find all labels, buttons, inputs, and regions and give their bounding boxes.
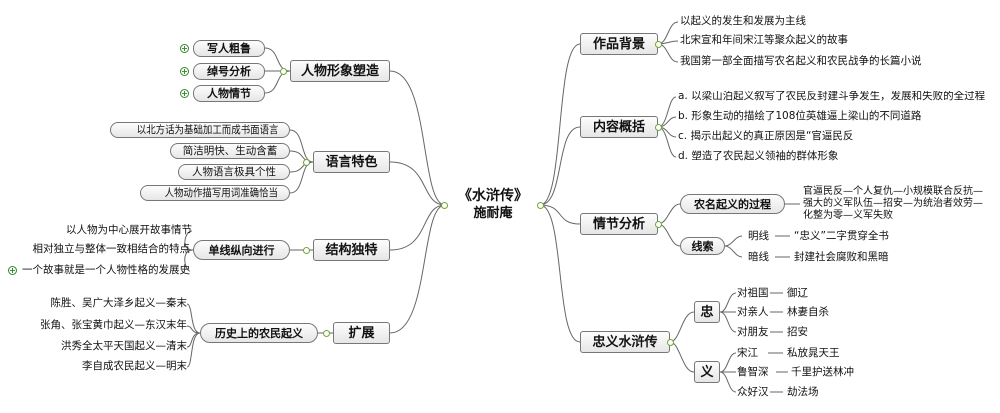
yi-val-1: 千里护送林冲 (791, 366, 854, 378)
expand-plus-icon[interactable]: + (8, 266, 17, 275)
leaf-structure-0: 以人物为中心展开故事情节 (66, 224, 192, 236)
sub-loyalty-zhong[interactable]: 忠 (694, 301, 720, 323)
clue-key-0: 明线 (748, 230, 769, 242)
expand-plus-icon[interactable]: + (180, 89, 189, 98)
yi-key-2: 众好汉 (737, 386, 769, 398)
sub-plot-process[interactable]: 农名起义的过程 (680, 194, 785, 214)
root-title: 《水浒传》 (458, 188, 528, 204)
leaf-summary-2: c. 揭示出起义的真正原因是“官逼民反 (678, 130, 854, 142)
branch-plot-label: 情节分析 (592, 216, 645, 232)
leaf-background-0: 以起义的发生和发展为主线 (680, 15, 806, 27)
leaf-characters-1[interactable]: 绰号分析 (193, 63, 265, 80)
zhong-key-2: 对朋友 (737, 326, 769, 338)
branch-plot[interactable]: 情节分析 (580, 213, 658, 235)
zhong-val-0: 御辽 (787, 287, 808, 299)
leaf-summary-3: d. 塑造了农民起义领袖的群体形象 (678, 150, 839, 162)
branch-loyalty-toggle-icon[interactable] (667, 339, 674, 346)
sub-structure[interactable]: 单线纵向进行 (193, 240, 290, 260)
leaf-plot-process: 官逼民反—个人复仇—小规模联合反抗— 强大的义军队伍—招安—为统治者效劳— 化整… (803, 186, 983, 222)
branch-plot-toggle-icon[interactable] (655, 221, 662, 228)
root-right-collapse-icon[interactable] (537, 202, 544, 209)
branch-loyalty-label: 忠义水浒传 (592, 334, 658, 350)
yi-val-0: 私放晁天王 (787, 347, 840, 359)
yi-key-1: 鲁智深 (737, 366, 769, 378)
branch-language-label: 语言特色 (325, 154, 378, 170)
zhong-key-0: 对祖国 (737, 287, 769, 299)
root-author: 施耐庵 (473, 205, 513, 221)
root-left-collapse-icon[interactable] (441, 202, 448, 209)
branch-language[interactable]: 语言特色 (313, 151, 390, 173)
leaf-extension-0: 陈胜、吴广大泽乡起义—秦末 (50, 297, 188, 309)
leaf-background-2: 我国第一部全面描写农名起义和农民战争的长篇小说 (680, 55, 922, 67)
root-topic[interactable]: 《水浒传》 施耐庵 (448, 188, 538, 222)
sub-loyalty-yi[interactable]: 义 (694, 361, 720, 383)
leaf-extension-2: 洪秀全太平天国起义—清末 (61, 340, 187, 352)
branch-characters-toggle-icon[interactable] (280, 68, 287, 75)
branch-loyalty[interactable]: 忠义水浒传 (580, 331, 670, 353)
branch-summary-toggle-icon[interactable] (655, 124, 662, 131)
branch-summary-label: 内容概括 (592, 119, 645, 135)
plot-process-line-2: 化整为零—义军失败 (803, 210, 893, 221)
leaf-language-2[interactable]: 人物语言极具个性 (178, 164, 290, 180)
branch-summary[interactable]: 内容概括 (580, 116, 658, 138)
clue-key-1: 暗线 (748, 251, 769, 263)
branch-structure-toggle-icon[interactable] (303, 247, 310, 254)
branch-background-toggle-icon[interactable] (655, 41, 662, 48)
sub-extension[interactable]: 历史上的农民起义 (200, 323, 318, 343)
plot-process-line-1: 强大的义军队伍—招安—为统治者效劳— (803, 198, 983, 209)
expand-plus-icon[interactable]: + (180, 44, 189, 53)
expand-plus-icon[interactable]: + (180, 67, 189, 76)
zhong-val-2: 招安 (787, 326, 808, 338)
leaf-summary-0: a. 以梁山泊起义叙写了农民反封建斗争发生，发展和失败的全过程 (678, 91, 986, 102)
branch-background-label: 作品背景 (592, 36, 645, 52)
yi-key-0: 宋江 (737, 347, 758, 359)
branch-extension[interactable]: 扩展 (333, 322, 390, 344)
zhong-key-1: 对亲人 (737, 306, 769, 318)
leaf-language-1[interactable]: 简洁明快、生动含蓄 (170, 143, 290, 159)
leaf-extension-1: 张角、张宝黄巾起义—东汉末年 (40, 319, 187, 331)
yi-val-2: 劫法场 (787, 386, 819, 398)
leaf-background-1: 北宋宣和年间宋江等聚众起义的故事 (680, 34, 848, 46)
branch-language-toggle-icon[interactable] (303, 159, 310, 166)
clue-val-1: 封建社会腐败和黑暗 (794, 251, 889, 263)
sub-plot-clues[interactable]: 线索 (680, 237, 725, 255)
clue-val-0: “忠义”二字贯穿全书 (794, 230, 889, 242)
leaf-characters-2[interactable]: 人物情节 (193, 85, 265, 102)
branch-characters-label: 人物形象塑造 (300, 63, 379, 79)
leaf-structure-2: 一个故事就是一个人物性格的发展史 (22, 264, 190, 276)
leaf-summary-1: b. 形象生动的描绘了108位英雄逼上梁山的不同道路 (678, 110, 922, 122)
leaf-characters-0[interactable]: 写人粗鲁 (193, 40, 265, 57)
plot-process-line-0: 官逼民反—个人复仇—小规模联合反抗— (803, 186, 983, 197)
branch-background[interactable]: 作品背景 (580, 33, 658, 55)
branch-structure[interactable]: 结构独特 (313, 239, 390, 261)
branch-extension-toggle-icon[interactable] (323, 330, 330, 337)
branch-structure-label: 结构独特 (325, 242, 378, 258)
leaf-extension-3: 李自成农民起义—明末 (82, 360, 187, 372)
branch-characters[interactable]: 人物形象塑造 (290, 60, 390, 82)
leaf-structure-1: 相对独立与整体一致相结合的特点 (32, 243, 191, 255)
branch-extension-label: 扩展 (348, 325, 375, 341)
leaf-language-0[interactable]: 以北方话为基础加工而成书面语言 (110, 122, 290, 138)
leaf-language-3[interactable]: 人物动作描写用词准确恰当 (140, 185, 290, 201)
zhong-val-1: 林妻自杀 (787, 306, 829, 318)
